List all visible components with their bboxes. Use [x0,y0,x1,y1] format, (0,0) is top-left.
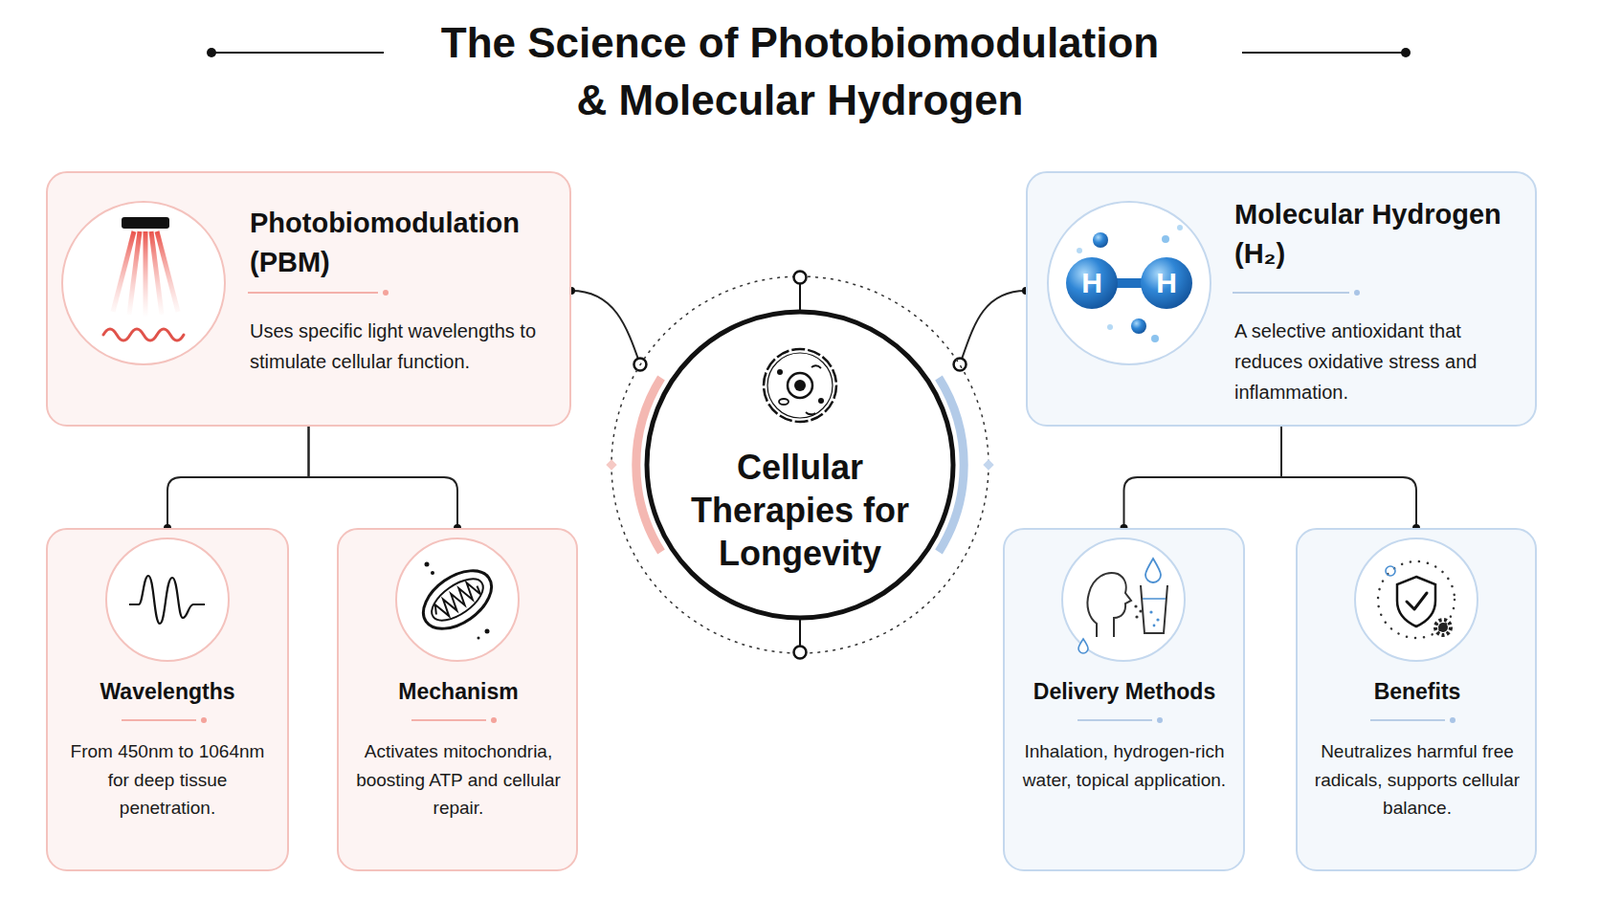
cell-icon [763,349,837,423]
atom-label: H [1072,264,1112,303]
box-heading: Benefits [1307,678,1528,706]
panel-body: Uses specific light wavelengths to stimu… [249,315,555,378]
panel-heading: Photobiomodulation (PBM) [249,203,556,283]
box-heading: Mechanism [348,678,569,706]
connector-dot [954,357,967,371]
panel-body: A selective antioxidant that reduces oxi… [1234,315,1518,408]
waveform-icon [106,538,229,662]
box-body: From 450nm to 1064nm for deep tissue pen… [64,737,271,823]
box-body: Neutralizes harmful free radicals, suppo… [1313,737,1521,823]
connector [1124,426,1283,529]
shield-icon [1355,538,1478,662]
mitochondrion-icon [396,538,519,662]
center-circle: Cellular Therapies for Longevity [608,273,992,657]
panel-heading: Molecular Hydrogen (H₂) [1234,195,1522,274]
light-icon [62,201,225,365]
connector [959,290,1026,365]
box-body: Activates mitochondria, boosting ATP and… [355,737,562,823]
hydrogen-molecule-icon [1047,201,1211,365]
delivery-icon [1062,538,1185,662]
box-heading: Delivery Methods [1014,678,1235,706]
connector [167,426,310,529]
atom-label: H [1147,264,1186,303]
connector [1281,426,1417,529]
diagram-title: The Science of Photobiomodulation & Mole… [426,14,1174,130]
connector [571,290,641,365]
center-title: Cellular Therapies for Longevity [680,445,920,576]
box-heading: Wavelengths [57,678,278,706]
heading-divider [121,289,1456,724]
box-body: Inhalation, hydrogen-rich water, topical… [1021,737,1228,795]
connector [309,426,459,529]
